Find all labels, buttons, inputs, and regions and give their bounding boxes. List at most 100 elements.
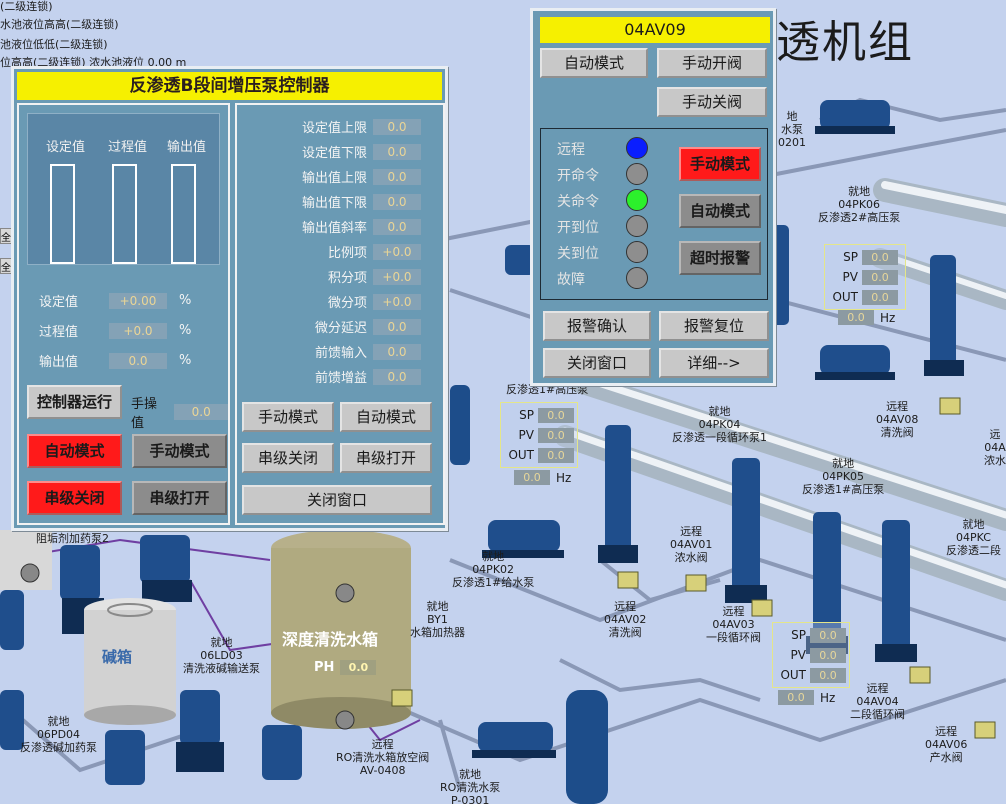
valve-close-button[interactable]: 手动关阀 <box>657 87 767 117</box>
param-value[interactable]: 0.0 <box>373 168 421 185</box>
manual-value[interactable]: 0.0 <box>174 404 228 420</box>
close-window-button[interactable]: 关闭窗口 <box>242 485 432 515</box>
pv-value: 0.0 <box>862 269 898 285</box>
param-value[interactable]: 0.0 <box>373 118 421 135</box>
hz-unit: Hz <box>880 310 896 325</box>
detail-button[interactable]: 详细--> <box>659 348 769 378</box>
r-auto-mode-button[interactable]: 自动模式 <box>340 402 432 432</box>
lamp-open-cmd <box>626 163 648 185</box>
tank-port-2 <box>335 710 355 730</box>
manual-mode-button[interactable]: 手动模式 <box>132 434 227 468</box>
r-cascade-open-button[interactable]: 串级打开 <box>340 443 432 473</box>
tank-alkali-label: 碱箱 <box>102 648 133 666</box>
status-closed-label: 关到位 <box>557 246 599 262</box>
out-label: OUT <box>780 668 806 682</box>
alarm-reset-button[interactable]: 报警复位 <box>659 311 769 341</box>
label-pump2[interactable]: 阻垢剂加药泵2 <box>36 532 109 545</box>
value-pv: +0.0 <box>109 322 167 339</box>
tank-blue-filter <box>566 690 608 804</box>
sp-value: 0.0 <box>862 249 898 265</box>
param-value[interactable]: +0.0 <box>373 293 421 310</box>
hpump-8 <box>0 590 24 650</box>
auto-mode-button[interactable]: 自动模式 <box>27 434 122 468</box>
param-value[interactable]: +0.0 <box>373 243 421 260</box>
param-label: 输出值斜率 <box>301 221 367 236</box>
param-value[interactable]: 0.0 <box>373 368 421 385</box>
value-sp[interactable]: +0.00 <box>109 292 167 309</box>
vpump-2-base <box>725 585 767 603</box>
hpump-4-base <box>472 750 556 758</box>
hz-value: 0.0 <box>838 310 874 325</box>
top-text-2: 水池液位高高(二级连锁) <box>0 18 119 31</box>
hz-readout-3: 0.0 Hz <box>778 690 835 705</box>
label-hp1[interactable]: 反渗透1#高压泵 <box>506 383 589 396</box>
valve-status-panel: 远程 开命令 关命令 开到位 关到位 故障 手动模式 自动模式 超时报警 <box>540 128 768 300</box>
param-value[interactable]: 0.0 <box>373 143 421 160</box>
param-value[interactable]: 0.0 <box>373 193 421 210</box>
sp-label: SP <box>519 408 534 422</box>
bar-graph-area: 设定值 过程值 输出值 <box>27 113 220 265</box>
pipe-big-1-hi <box>576 373 1006 519</box>
sp-value: 0.0 <box>538 407 574 423</box>
alarm-ack-button[interactable]: 报警确认 <box>543 311 651 341</box>
param-value[interactable]: 0.0 <box>373 218 421 235</box>
top-text-4: 位高高(二级连锁) 浓水池液位 0.00 m <box>0 56 187 69</box>
tank-ph-row: PH 0.0 <box>314 660 377 675</box>
lamp-closed <box>626 241 648 263</box>
bar-label-sp: 设定值 <box>46 140 86 155</box>
param-value[interactable]: 0.0 <box>373 343 421 360</box>
valve-open-button[interactable]: 手动开阀 <box>657 48 767 78</box>
param-value[interactable]: 0.0 <box>373 318 421 335</box>
r-manual-mode-button[interactable]: 手动模式 <box>242 402 334 432</box>
valves <box>391 397 996 739</box>
vpump-1-base <box>598 545 638 563</box>
hpump-9 <box>180 690 220 745</box>
tank-ph-label: PH <box>314 660 335 675</box>
param-value[interactable]: +0.0 <box>373 268 421 285</box>
pipe-big-1 <box>569 371 1006 531</box>
hpump-3-base <box>482 550 564 558</box>
value-label: 设定值 <box>39 295 79 310</box>
valve-auto-button[interactable]: 自动模式 <box>540 48 648 78</box>
cascade-open-button[interactable]: 串级打开 <box>132 481 227 515</box>
valve-timeout-button[interactable]: 超时报警 <box>679 241 761 275</box>
hpump-1 <box>820 100 890 130</box>
r-cascade-close-button[interactable]: 串级关闭 <box>242 443 334 473</box>
cascade-close-button[interactable]: 串级关闭 <box>27 481 122 515</box>
valve-av0408 <box>391 689 413 707</box>
param-label: 输出值下限 <box>301 196 367 211</box>
tank-ph-value: 0.0 <box>340 660 377 675</box>
valve-manual-mode-button[interactable]: 手动模式 <box>679 147 761 181</box>
valve-close-window-button[interactable]: 关闭窗口 <box>543 348 651 378</box>
status-remote-label: 远程 <box>557 142 585 158</box>
controller-run-button[interactable]: 控制器运行 <box>27 385 122 419</box>
tanks <box>0 385 608 804</box>
param-label: 比例项 <box>327 246 367 261</box>
valve-auto-mode-button[interactable]: 自动模式 <box>679 194 761 228</box>
top-text-3: 池液位低低(二级连锁) <box>0 38 108 51</box>
status-open-cmd-label: 开命令 <box>557 168 599 184</box>
